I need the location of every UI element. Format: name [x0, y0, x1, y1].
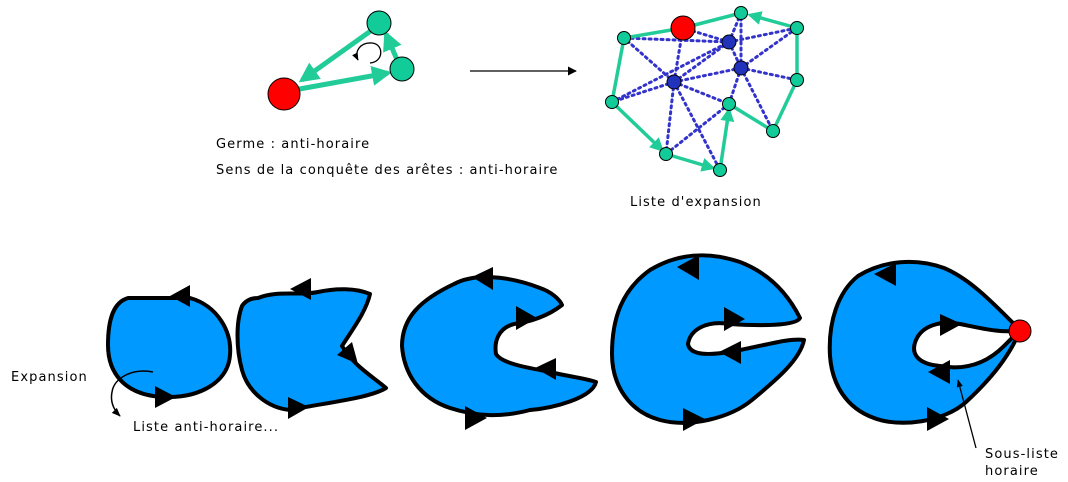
step-5: [827, 259, 1032, 449]
vertex: [722, 97, 736, 111]
vertex: [766, 124, 780, 138]
vertex: [605, 95, 619, 109]
sublist-label-line1: Sous-liste: [985, 447, 1060, 462]
vertex: [713, 163, 727, 177]
direction-arrowhead: [535, 358, 556, 380]
direction-arrowhead: [724, 307, 745, 331]
step-3: [400, 267, 598, 430]
inner-vertex: [721, 34, 737, 50]
step-2: [235, 278, 388, 419]
germ-vertex-red: [267, 77, 301, 111]
direction-arrowhead: [472, 267, 493, 290]
region: [610, 253, 806, 425]
dotted-edges: [610, 11, 799, 172]
germ-edge: [383, 30, 402, 63]
outer-vertices: [605, 6, 804, 177]
germ-edge: [293, 66, 392, 93]
direction-arrowhead: [677, 255, 699, 280]
germ-label: Germe : anti-horaire: [216, 137, 371, 152]
direction-arrowhead: [155, 386, 176, 408]
expansion-mesh: [605, 6, 804, 177]
germ-vertex-red: [1008, 319, 1032, 343]
edge-direction-label: Sens de la conquête des arêtes : anti-ho…: [216, 163, 559, 178]
direction-arrowhead: [683, 408, 705, 431]
direction-arrowhead: [940, 314, 962, 336]
direction-arrowhead: [288, 397, 309, 419]
germ-vertex: [366, 10, 392, 36]
inner-vertex: [666, 74, 682, 90]
direction-arrowhead: [928, 360, 950, 384]
sublist-pointer: [956, 379, 977, 449]
boundary-edges: [610, 11, 799, 172]
direction-arrowhead: [465, 406, 487, 430]
direction-arrowhead: [170, 285, 190, 307]
ccw-list-label: Liste anti-horaire...: [133, 420, 280, 435]
inner-vertices: [666, 34, 749, 90]
germ-edge: [298, 27, 374, 83]
expansion-label: Expansion: [11, 370, 88, 385]
region: [400, 275, 598, 418]
direction-arrowhead: [290, 278, 311, 300]
step-1: [106, 285, 233, 417]
region: [827, 259, 1022, 425]
region: [106, 296, 233, 400]
vertex: [659, 147, 673, 161]
expansion-curve: [110, 370, 154, 417]
germ-triangle: [267, 10, 415, 111]
region: [235, 287, 388, 412]
sublist-label-line2: horaire: [985, 464, 1039, 479]
direction-arrowhead: [927, 407, 949, 431]
vertex: [790, 73, 804, 87]
direction-arrowhead: [719, 341, 741, 364]
vertex: [734, 6, 748, 20]
germ-vertex-red: [670, 15, 696, 41]
vertex: [617, 31, 631, 45]
rotation-arrow: [352, 42, 382, 64]
direction-arrowhead: [874, 263, 896, 286]
direction-arrowhead: [337, 342, 358, 364]
direction-arrowhead: [516, 306, 537, 330]
vertex: [790, 21, 804, 35]
expansion-list-label: Liste d'expansion: [630, 195, 762, 210]
inner-vertex: [733, 60, 749, 76]
germ-vertex: [389, 56, 415, 82]
step-4: [610, 253, 806, 431]
